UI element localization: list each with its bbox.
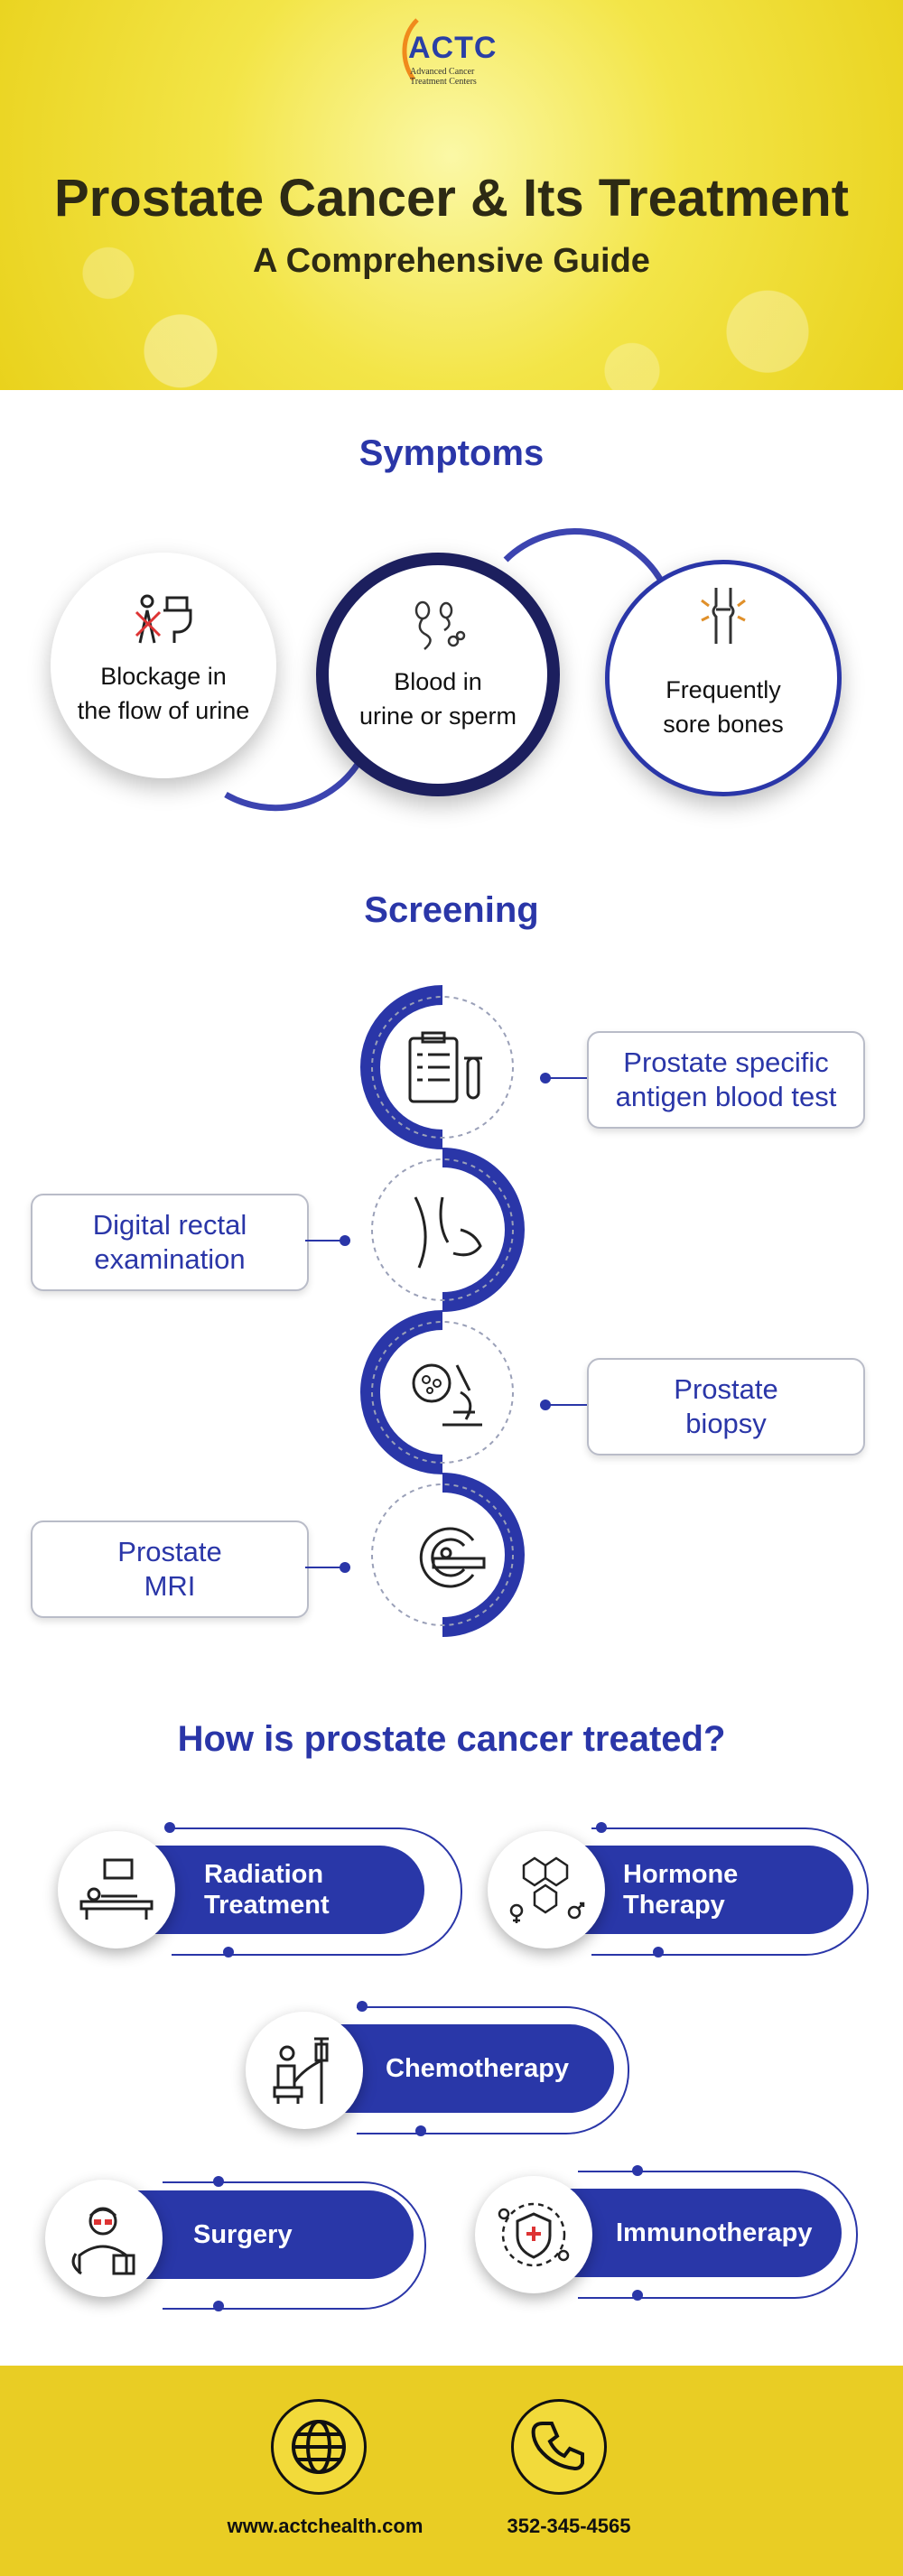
sore-joint-icon [696,584,750,652]
treatment-heading: How is prostate cancer treated? [177,1719,726,1759]
footer [0,2366,903,2576]
surgeon-icon [67,2199,143,2282]
outline-arc [591,1827,869,1956]
screening-chain [360,985,525,1637]
mri-scanner-icon [406,1519,488,1599]
surgery-circle [45,2180,163,2297]
connector-dot [223,1947,234,1958]
immunotherapy-circle [475,2176,592,2293]
globe-icon [288,2416,349,2482]
connector-dot [357,2001,368,2012]
connector [305,1567,341,1568]
screening-heading: Screening [364,890,539,930]
connector [546,1077,587,1079]
hormone-circle [488,1831,605,1948]
website-link[interactable]: www.actchealth.com [227,2515,424,2537]
hormone-molecule-icon [507,1853,585,1930]
connector-dot [415,2125,426,2136]
connector-dot [540,1073,551,1083]
chemotherapy-circle [246,2012,363,2129]
connector-dot [540,1400,551,1410]
rectal-exam-icon [406,1194,488,1274]
connector [305,1240,341,1242]
sperm-cells-icon [406,598,470,656]
phone-icon [530,2418,588,2480]
phone-number[interactable]: 352-345-4565 [507,2515,631,2537]
outline-arc [163,2181,426,2310]
connector-dot [632,2290,643,2301]
connector-dot [340,1235,350,1246]
toilet-blocked-icon [127,591,200,649]
clipboard-test-tube-icon [405,1031,488,1111]
connector-dot [632,2165,643,2176]
connector-dot [596,1822,607,1833]
symptoms-connector-rings [224,528,672,812]
connector [546,1404,587,1406]
connector-dot [164,1822,175,1833]
page-title: Prostate Cancer & Its Treatment [54,169,849,228]
immune-shield-icon [495,2196,573,2278]
connector-dot [213,2301,224,2311]
radiation-circle [58,1831,175,1948]
connector-dot [653,1947,664,1958]
connector-dot [213,2176,224,2187]
website-circle[interactable] [271,2399,367,2495]
iv-drip-icon [267,2035,343,2112]
radiation-bed-icon [78,1856,155,1928]
phone-circle[interactable] [511,2399,607,2495]
outline-arc [578,2171,858,2299]
outline-arc [357,2006,629,2134]
outline-arc [172,1827,462,1956]
page-subtitle: A Comprehensive Guide [253,242,650,280]
symptoms-heading: Symptoms [358,433,545,473]
header-banner [0,0,903,390]
connector-dot [340,1562,350,1573]
logo-brand: ACTC [408,31,498,65]
microscope-icon [406,1356,488,1437]
